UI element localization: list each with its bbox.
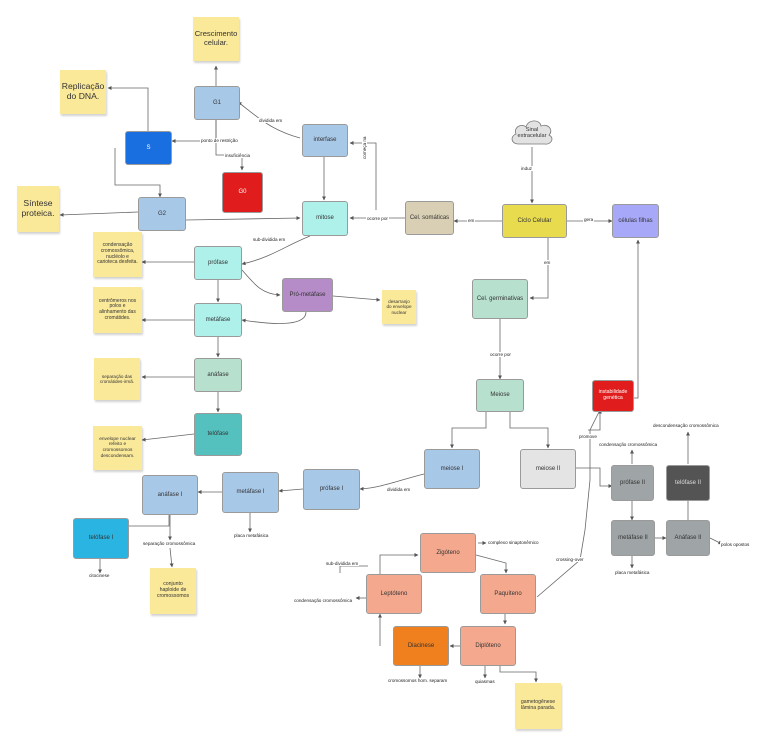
- node-mitose: mitose: [302, 201, 348, 236]
- edge-mitose-profase: [241, 235, 311, 266]
- label-cromossomos-hom: cromossomos hom. separam: [387, 678, 449, 683]
- edge-ciclo-germinativas: [529, 238, 549, 300]
- label-gera: gera: [583, 217, 595, 222]
- label-separacao-cromossomica: separação cromossômica: [142, 541, 197, 546]
- label-insuficiencia: insuficiência: [224, 153, 252, 158]
- node-diploteno: Diplóteno: [460, 626, 516, 666]
- edge-s-replicacao: [107, 86, 149, 131]
- node-ciclo-celular: Ciclo Celular: [502, 204, 567, 238]
- node-cel-somaticas: Cel. somáticas: [405, 201, 454, 235]
- label-em: em: [467, 218, 476, 223]
- note-desarranjo: desarranjo do envelope nuclear: [382, 290, 416, 324]
- edge-meiosei-profasei: [359, 473, 425, 491]
- edge-g1-g0: [215, 120, 244, 171]
- node-diacinese: Diacinese: [393, 626, 449, 666]
- cloud-icon: [511, 120, 553, 145]
- note-crescimento: Crescimento celular.: [193, 17, 239, 61]
- node-metafase-i: metáfase I: [222, 472, 279, 513]
- label-promove: promove: [578, 434, 598, 439]
- node-g2: G2: [138, 197, 186, 231]
- label-dividida-em: dividida em: [258, 118, 284, 123]
- label-placa-metafasica-i: placa metafásica: [233, 533, 270, 538]
- edge-prometafase-metafase: [241, 311, 307, 324]
- node-profase-i: prófase I: [303, 469, 360, 510]
- note-separacao: separação das cromátides-irmã.: [94, 358, 140, 400]
- node-pro-metafase: Pró-metáfase: [282, 278, 333, 312]
- note-sintese: Síntese proteica.: [17, 186, 59, 232]
- label-sub-dividida-em2: sub-dividida em: [325, 561, 360, 566]
- edge-leptoteno-zigoteno: [379, 553, 419, 574]
- edge-telofase-envelope: [141, 433, 195, 442]
- node-g0: G0: [222, 172, 263, 213]
- edge-g2-mitose: [185, 216, 301, 221]
- node-sinal: Sinal extracelular: [517, 126, 547, 139]
- node-anafase-i: anáfase I: [142, 475, 198, 515]
- node-anafase: anáfase: [194, 358, 242, 392]
- label-ponto-restricao: ponto de restrição: [200, 138, 239, 143]
- label-induz: induz: [520, 166, 533, 171]
- note-condensacao: condensação cromossômica, nucléolo e car…: [93, 232, 142, 277]
- edge-meioseii-profaseii: [576, 467, 613, 488]
- label-ocorre-por-mitose: ocorre por: [366, 216, 389, 221]
- node-celulas-filhas: células filhas: [612, 204, 659, 238]
- edge-g2-sintese: [59, 211, 139, 217]
- label-complexo: complexo sinaptonêmico: [487, 540, 540, 545]
- node-paquiteno: Paquíteno: [480, 574, 536, 614]
- label-descondensacao: descondensação cromossômica: [652, 423, 720, 428]
- label-comeca-na: começa na: [362, 135, 367, 160]
- edge-meiose-meioseii: [509, 412, 550, 449]
- edge-s-g2: [114, 148, 162, 198]
- edge-separacao-conjunto: [169, 547, 174, 568]
- edge-zigoteno-paquiteno: [475, 554, 508, 574]
- node-anafase-ii: Anáfase II: [666, 520, 710, 556]
- node-instabilidade: instabilidade genética: [592, 380, 634, 412]
- node-metafase-ii: metáfase II: [611, 520, 655, 556]
- node-zigoteno: Zigóteno: [420, 533, 476, 573]
- label-placa-metafasica-ii: placa metafásica: [614, 570, 651, 575]
- label-condensacao-cromossomica: condensação cromossômica: [293, 598, 354, 603]
- label-sub-dividida-em: sub-dividida em: [252, 237, 287, 242]
- note-envelope: envelope nuclear refeito e cromossomos d…: [93, 426, 142, 470]
- node-meiose-ii: meiose II: [520, 449, 576, 489]
- edge-somaticas-interfase: [349, 141, 377, 210]
- node-telofase-ii: telófase II: [666, 465, 710, 501]
- node-meiose: Meiose: [476, 379, 524, 412]
- node-metafase: metáfase: [194, 303, 242, 337]
- edge-promove-crossing: [536, 409, 601, 598]
- edge-prometafase-desarranjo: [332, 295, 381, 302]
- note-conjunto: conjunto haploide de cromossomos: [150, 568, 196, 614]
- node-profase: prófase: [194, 246, 242, 280]
- label-em2: em: [543, 260, 552, 265]
- note-centromeros: centrômeros nos polos e alinhamento das …: [93, 287, 142, 333]
- node-interfase: interfase: [302, 124, 348, 157]
- label-crossing-over: crossing-over: [555, 557, 585, 562]
- note-gametogenese: gametogênese lâmina parada.: [515, 683, 561, 729]
- label-dividida-em2: dividida em: [386, 487, 412, 492]
- note-replicacao: Replicação do DNA.: [60, 70, 106, 114]
- edge-instabilidade-filhas: [632, 239, 640, 399]
- edge-profase-prometafase: [241, 269, 281, 297]
- node-cel-germinativas: Cel. germinativas: [472, 279, 528, 319]
- node-s: S: [125, 131, 172, 165]
- edge-diploteno-gametogenese: [499, 666, 538, 683]
- node-g1: G1: [194, 86, 240, 120]
- node-profase-ii: prófase II: [611, 465, 654, 501]
- edge-profasei-metafasei: [278, 488, 304, 493]
- edge-leptoteno-subdividida: [339, 565, 368, 573]
- node-telofase: telófase: [194, 413, 242, 456]
- node-leptoteno: Leptóteno: [366, 574, 422, 614]
- label-condensacao-cromossomica-ii: condensação cromossômica: [598, 442, 659, 447]
- label-quiasmas: quiasmas: [474, 679, 496, 684]
- node-telofase-i: telófase I: [73, 518, 129, 559]
- label-citocinese: citocinese: [88, 573, 111, 578]
- label-polos-opostos: polos opostos: [720, 542, 751, 547]
- edge-meiose-promove: [588, 409, 602, 431]
- node-meiose-i: meiose I: [424, 449, 480, 489]
- edge-meiose-meiosei: [450, 412, 487, 449]
- label-ocorre-por-meiose: ocorre por: [489, 352, 512, 357]
